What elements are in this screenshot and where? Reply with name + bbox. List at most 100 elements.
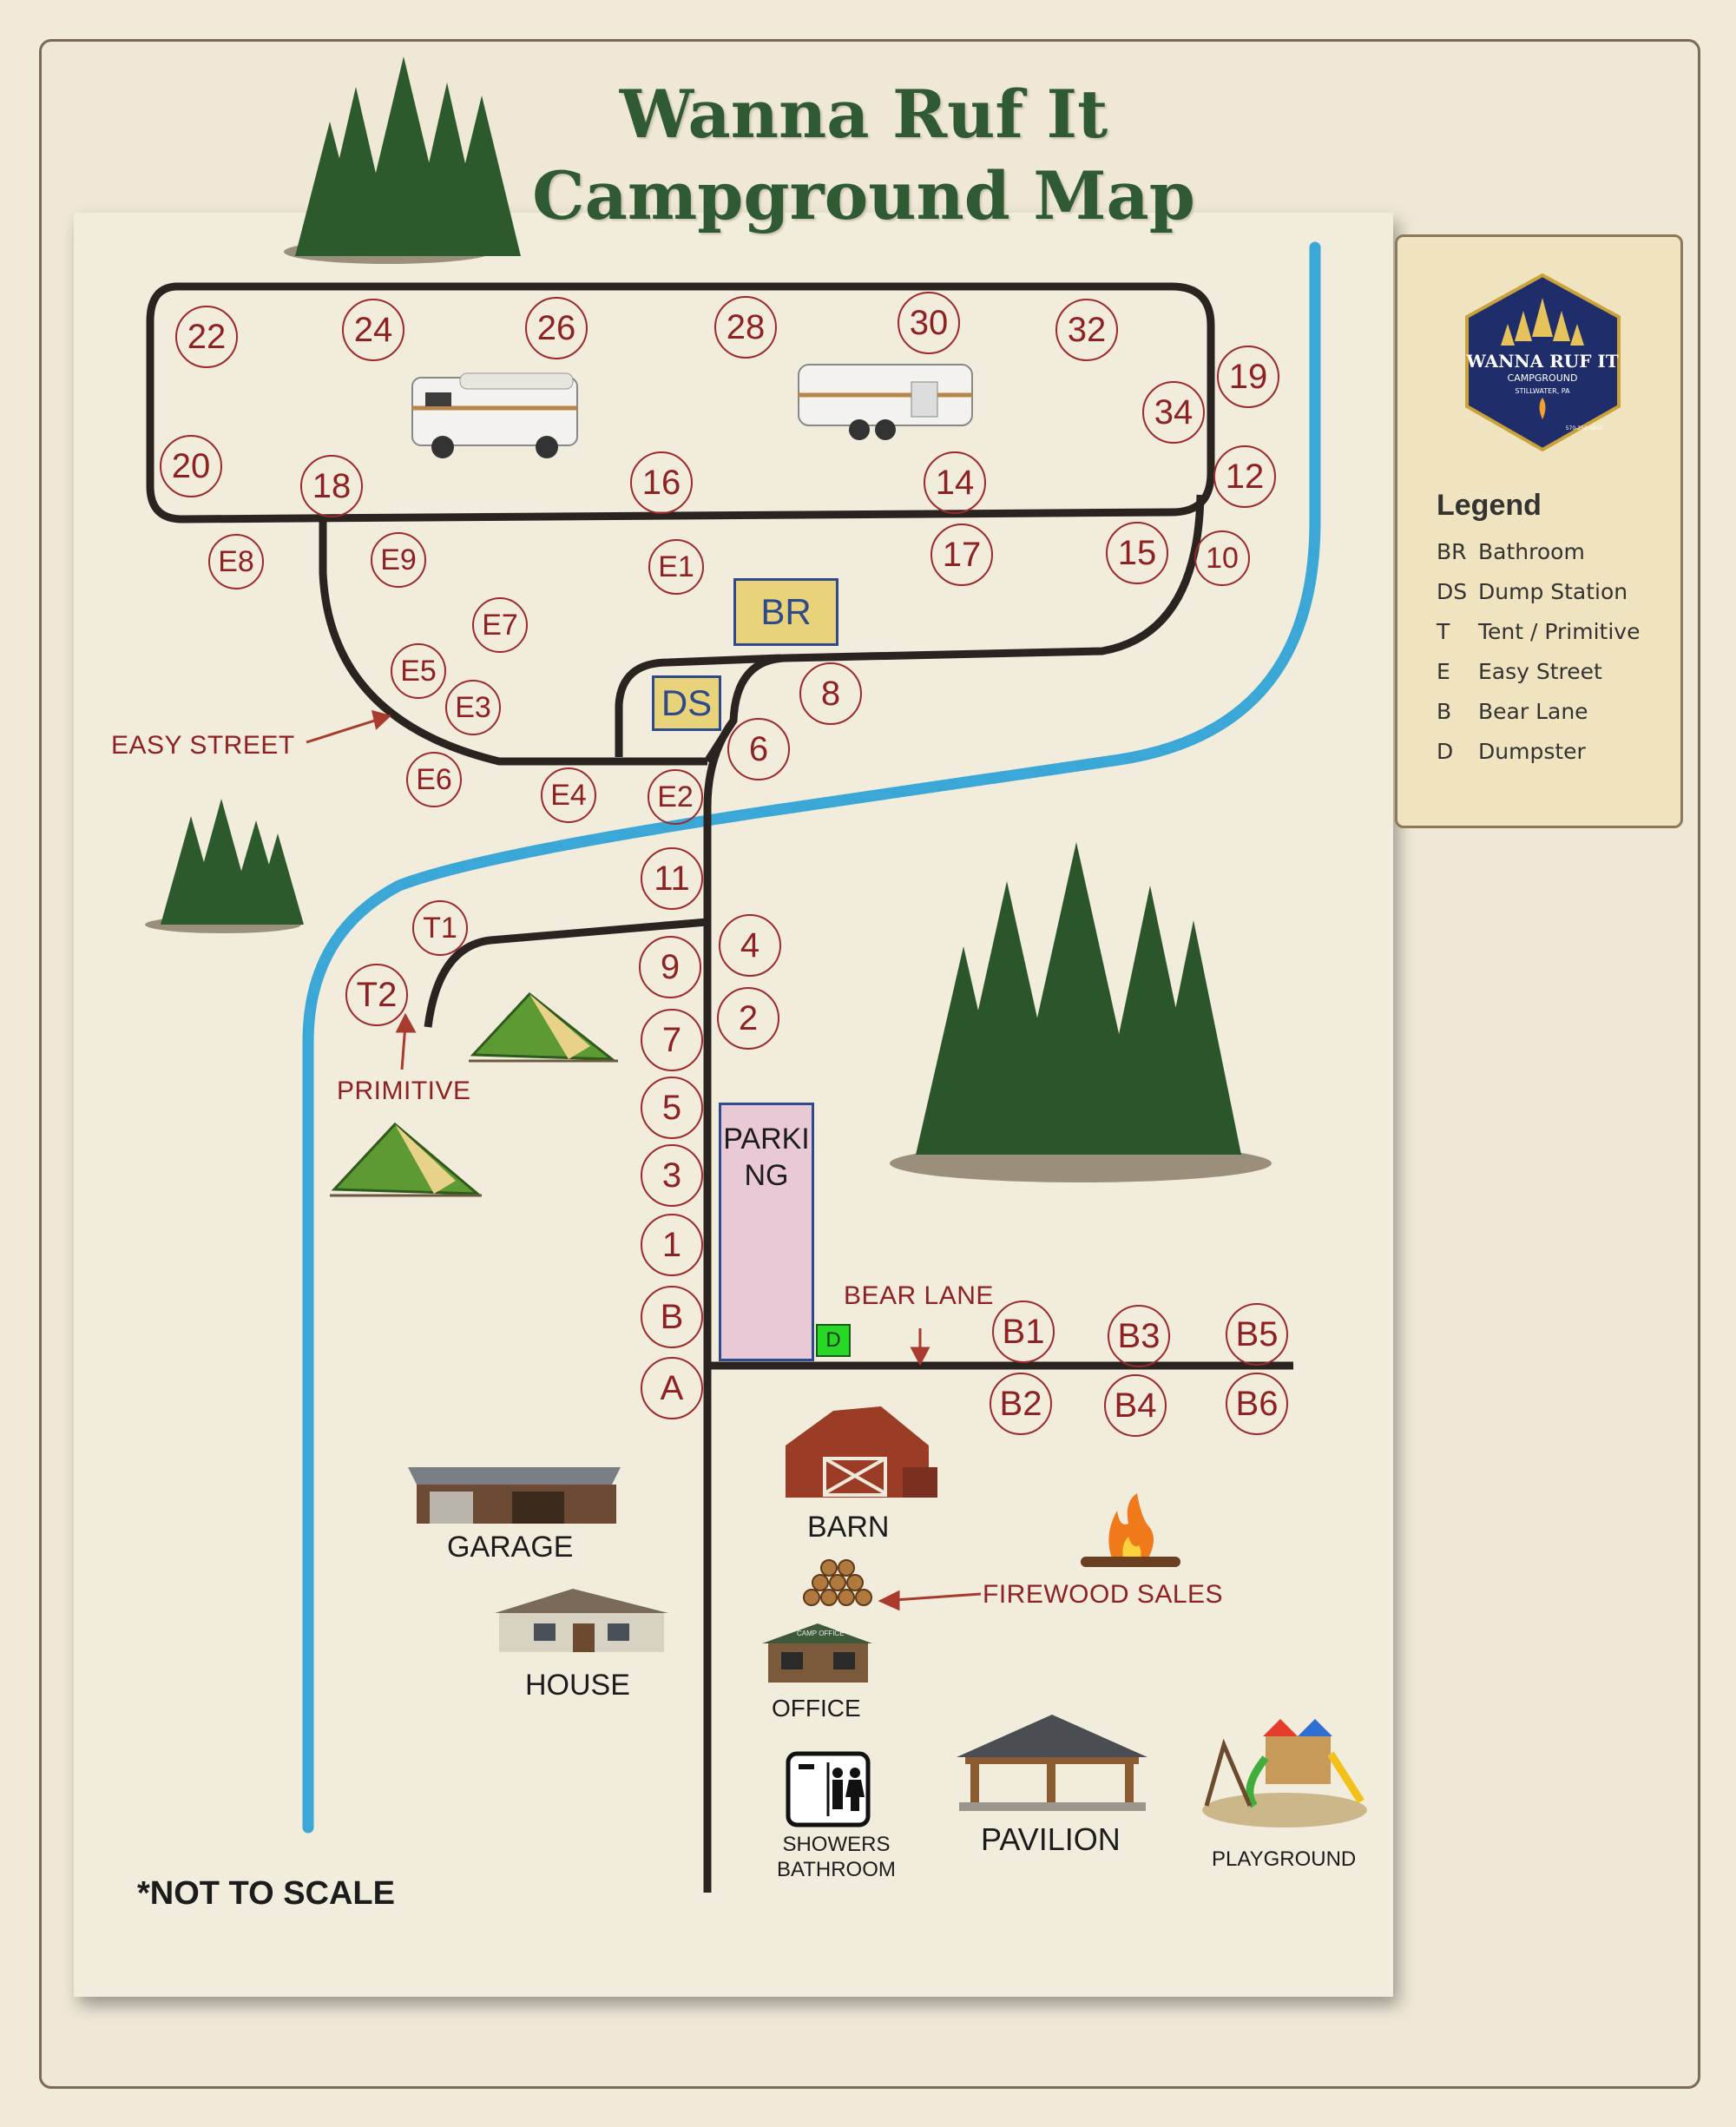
campsite-marker[interactable]: B — [641, 1286, 703, 1348]
campsite-marker[interactable]: 12 — [1213, 445, 1276, 508]
map-title: Wanna Ruf It Campground Map — [486, 74, 1241, 237]
campsite-marker[interactable]: 4 — [719, 914, 781, 977]
campsite-marker[interactable]: 19 — [1217, 346, 1279, 408]
logo-name: WANNA RUF IT — [1465, 351, 1618, 372]
campsite-marker[interactable]: 7 — [641, 1009, 703, 1071]
firewood-arrow — [893, 1592, 982, 1602]
legend-code: DS — [1437, 579, 1468, 604]
playground-label: PLAYGROUND — [1212, 1847, 1357, 1871]
logo-sub: CAMPGROUND — [1508, 372, 1578, 384]
campsite-marker[interactable]: B2 — [990, 1373, 1052, 1435]
campsite-marker[interactable]: 8 — [799, 662, 862, 725]
office-sign: CAMP OFFICE — [797, 1630, 845, 1637]
easy-street-arrow — [306, 717, 381, 744]
campsite-marker[interactable]: E9 — [371, 532, 426, 588]
campsite-marker[interactable]: 2 — [717, 987, 779, 1050]
playground-icon — [1202, 1719, 1367, 1827]
easy-street-label: EASY STREET — [111, 731, 295, 760]
campsite-marker[interactable]: E3 — [445, 680, 501, 735]
showers-label-line2: BATHROOM — [777, 1858, 896, 1881]
campsite-marker[interactable]: 28 — [714, 296, 777, 359]
campsite-marker[interactable]: B6 — [1226, 1373, 1288, 1435]
garage-label: GARAGE — [447, 1531, 574, 1564]
primitive-road — [424, 918, 708, 1028]
campsite-marker[interactable]: 32 — [1055, 299, 1118, 361]
campsite-marker[interactable]: T2 — [345, 964, 408, 1026]
office-label: OFFICE — [772, 1695, 861, 1722]
legend-panel: WANNA RUF IT CAMPGROUND STILLWATER, PA 5… — [1395, 234, 1683, 828]
campsite-marker[interactable]: E1 — [648, 539, 704, 595]
campsite-marker[interactable]: 3 — [641, 1144, 703, 1207]
map-title-line2: Campground Map — [532, 157, 1195, 234]
campsite-marker[interactable]: 16 — [630, 451, 693, 514]
campsite-marker[interactable]: B3 — [1108, 1305, 1170, 1367]
campsite-marker[interactable]: B4 — [1104, 1374, 1167, 1437]
campsite-marker[interactable]: 15 — [1106, 522, 1168, 584]
firewood-icon — [803, 1559, 872, 1606]
campsite-marker[interactable]: E7 — [472, 597, 528, 653]
campsite-marker[interactable]: 34 — [1142, 381, 1205, 444]
firewood-sales-label: FIREWOOD SALES — [983, 1580, 1224, 1609]
campsite-marker[interactable]: 22 — [175, 306, 238, 368]
garage-icon — [408, 1467, 621, 1524]
legend-text: Easy Street — [1478, 659, 1602, 684]
parking-label: PARKING — [723, 1123, 810, 1192]
dump-station-box[interactable]: DS — [652, 675, 721, 731]
campsite-marker[interactable]: 18 — [300, 455, 363, 517]
legend-code: BR — [1437, 539, 1467, 564]
showers-bathroom-label: SHOWERS BATHROOM — [777, 1832, 896, 1882]
campground-logo-icon: WANNA RUF IT CAMPGROUND STILLWATER, PA 5… — [1465, 273, 1621, 452]
campsite-marker[interactable]: A — [641, 1357, 703, 1419]
campsite-marker[interactable]: 11 — [641, 847, 703, 910]
campsite-marker[interactable]: E6 — [406, 752, 462, 807]
parking-area[interactable]: PARKING — [719, 1103, 814, 1361]
logo-phone: 570-250-5843 — [1566, 425, 1603, 431]
pine-trees-icon — [145, 799, 304, 933]
campsite-marker[interactable]: 6 — [727, 718, 790, 780]
motorhome-icon — [411, 372, 578, 458]
campsite-marker[interactable]: 14 — [924, 451, 986, 514]
tent-icon — [469, 991, 618, 1063]
campsite-marker[interactable]: 17 — [930, 524, 993, 586]
campsite-marker[interactable]: 5 — [641, 1077, 703, 1139]
campsite-marker[interactable]: 26 — [525, 297, 588, 359]
not-to-scale-note: *NOT TO SCALE — [137, 1875, 395, 1912]
shower-bathroom-icon — [786, 1751, 871, 1827]
campsite-marker[interactable]: 30 — [898, 292, 960, 354]
top-loop-road — [146, 282, 1215, 524]
legend-text: Bathroom — [1478, 539, 1585, 564]
campsite-marker[interactable]: E4 — [541, 767, 596, 823]
legend-row: BR Bathroom — [1437, 539, 1585, 564]
pine-trees-icon — [890, 842, 1272, 1182]
river — [302, 241, 1321, 1834]
fifth-wheel-trailer-icon — [798, 364, 973, 440]
campsite-marker[interactable]: 1 — [641, 1214, 703, 1276]
showers-label-line1: SHOWERS — [782, 1833, 891, 1856]
campsite-marker[interactable]: T1 — [412, 900, 468, 956]
barn-label: BARN — [807, 1511, 890, 1544]
campsite-marker[interactable]: E5 — [391, 643, 446, 699]
campsite-marker[interactable]: E2 — [648, 769, 703, 825]
legend-code: E — [1437, 659, 1450, 684]
loop-to-entry-road — [704, 494, 1205, 764]
dumpster-box[interactable]: D — [816, 1324, 851, 1357]
campsite-marker[interactable]: 10 — [1194, 530, 1250, 586]
campsite-marker[interactable]: 20 — [160, 435, 222, 497]
campsite-marker[interactable]: E8 — [208, 534, 264, 589]
logo-place: STILLWATER, PA — [1515, 387, 1570, 395]
campsite-marker[interactable]: 9 — [639, 936, 701, 998]
pavilion-label: PAVILION — [981, 1821, 1121, 1857]
campsite-marker[interactable]: B1 — [992, 1301, 1055, 1363]
bear-lane-label: BEAR LANE — [844, 1281, 994, 1310]
office-icon — [762, 1623, 872, 1683]
bathroom-box[interactable]: BR — [733, 578, 838, 646]
campsite-marker[interactable]: B5 — [1226, 1303, 1288, 1366]
primitive-label: PRIMITIVE — [337, 1077, 471, 1105]
tent-icon — [330, 1122, 482, 1197]
pavilion-icon — [957, 1715, 1147, 1811]
legend-title: Legend — [1437, 489, 1542, 522]
campsite-marker[interactable]: 24 — [342, 299, 404, 361]
legend-text: Dump Station — [1478, 579, 1628, 604]
